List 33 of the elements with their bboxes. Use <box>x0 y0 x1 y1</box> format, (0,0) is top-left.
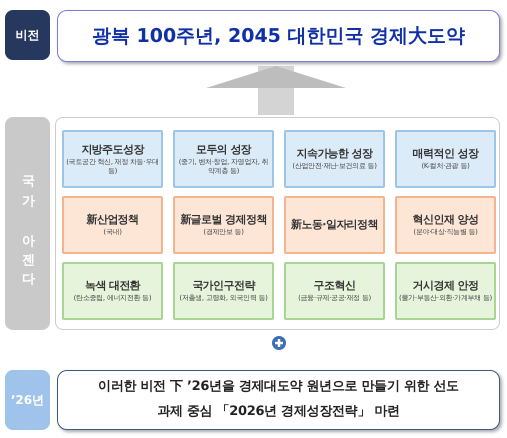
agenda-card <box>173 262 274 320</box>
vision-title-box <box>57 10 500 62</box>
agenda-title: 혁신인재 양성 <box>412 213 478 226</box>
agenda-card <box>62 262 163 320</box>
agenda-card <box>284 130 385 188</box>
strategy-statement: 이러한 비전 下 ’26년을 경제대도약 원년으로 만들기 위한 선도과제 중심 「2026년 경제성장전략」 마련 <box>97 378 460 421</box>
agenda-title: 新노동·일자리정책 <box>291 218 378 232</box>
up-arrow <box>206 66 346 115</box>
plus-icon <box>272 336 286 350</box>
agenda-title: 新산업정책 <box>86 213 138 226</box>
agenda-card <box>395 130 496 188</box>
agenda-title: 지방주도성장 <box>81 142 144 156</box>
agenda-card <box>284 262 385 320</box>
agenda-title: 국가인구전략 <box>192 279 255 292</box>
agenda-title: 新글로벌 경제정책 <box>180 213 267 226</box>
agenda-card <box>173 130 274 188</box>
agenda-title: 거시경제 안정 <box>412 279 478 292</box>
agenda-card <box>62 130 163 188</box>
vision-title: 광복 100주년, 2045 대한민국 경제大도약 <box>92 24 466 49</box>
agenda-title: 매력적인 성장 <box>412 147 478 160</box>
agenda-title: 구조혁신 <box>314 279 356 292</box>
vision-tag: 비전 <box>5 10 50 60</box>
agenda-title: 지속가능한 성장 <box>296 147 373 160</box>
agenda-card <box>284 196 385 254</box>
strategy-box <box>57 370 500 430</box>
year-tag: ’26년 <box>5 370 50 430</box>
agenda-card <box>62 196 163 254</box>
agenda-card <box>395 196 496 254</box>
agenda-title: 모두의 성장 <box>196 142 252 156</box>
agenda-title: 녹색 대전환 <box>84 279 140 292</box>
agenda-panel <box>55 117 500 330</box>
agenda-card <box>173 196 274 254</box>
agenda-card <box>395 262 496 320</box>
